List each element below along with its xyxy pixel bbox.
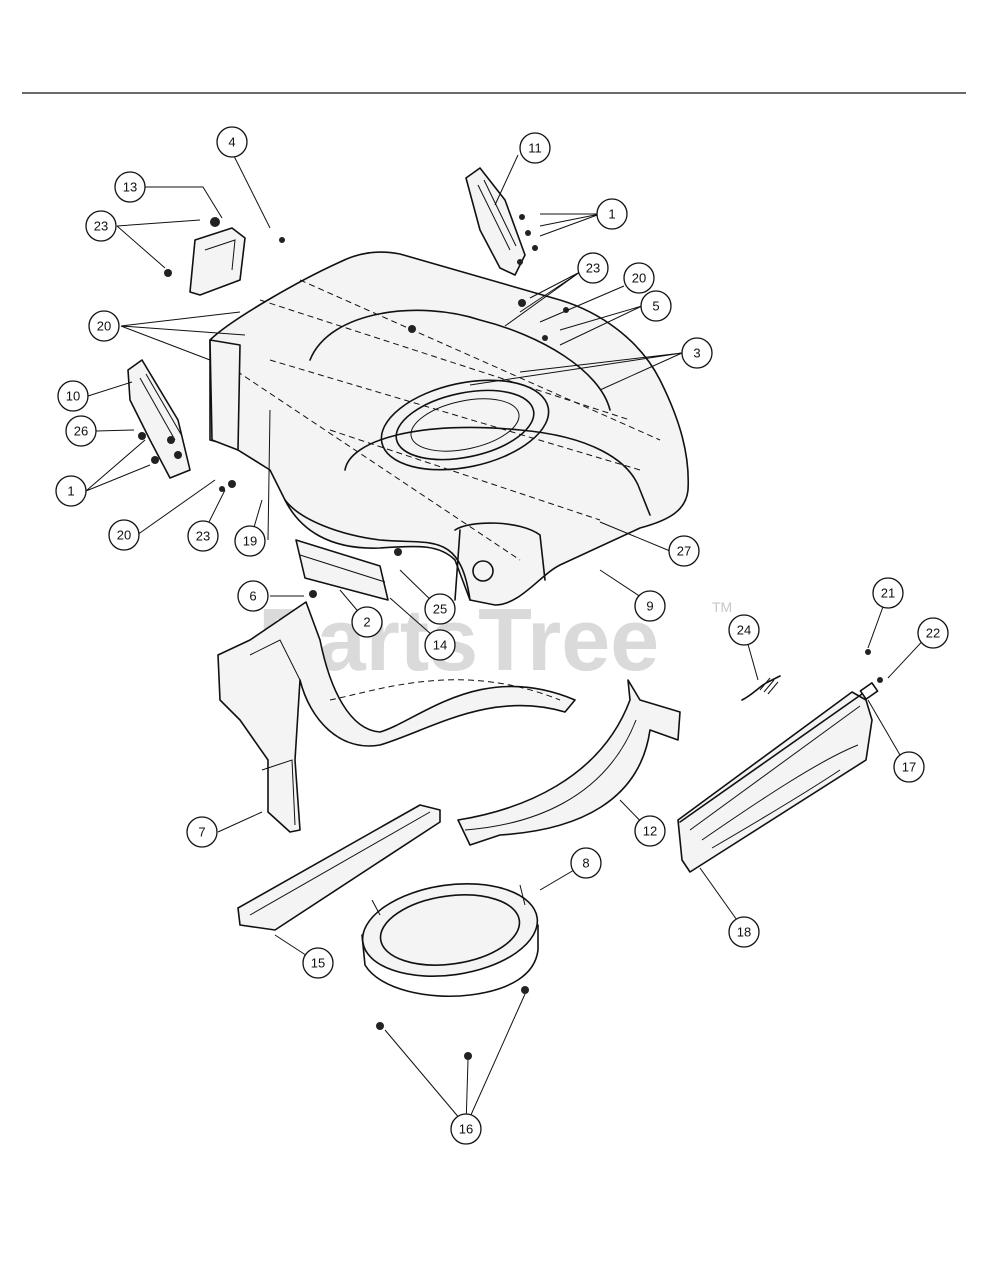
callout-26: 26 (65, 415, 97, 447)
bar-15 (237, 804, 441, 931)
svg-text:3: 3 (693, 346, 700, 361)
svg-text:16: 16 (459, 1122, 473, 1137)
rear-door (677, 675, 879, 873)
callout-16: 16 (450, 1113, 482, 1145)
callout-12: 12 (634, 815, 666, 847)
callout-8: 8 (570, 847, 602, 879)
callout-13: 13 (114, 171, 146, 203)
svg-text:22: 22 (926, 626, 940, 641)
callout-3: 3 (681, 337, 713, 369)
deck-housing (209, 251, 690, 606)
callout-10: 10 (57, 380, 89, 412)
plate-13 (164, 217, 246, 296)
callout-23a: 23 (85, 210, 117, 242)
callout-5: 5 (640, 290, 672, 322)
wheel-bracket-right (465, 167, 538, 276)
svg-text:1: 1 (67, 484, 74, 499)
svg-text:23: 23 (586, 261, 600, 276)
svg-text:13: 13 (123, 180, 137, 195)
svg-text:20: 20 (632, 271, 646, 286)
svg-text:17: 17 (902, 760, 916, 775)
svg-text:21: 21 (881, 586, 895, 601)
svg-text:12: 12 (643, 824, 657, 839)
svg-text:8: 8 (582, 856, 589, 871)
svg-text:14: 14 (433, 638, 447, 653)
svg-text:7: 7 (198, 825, 205, 840)
svg-text:5: 5 (652, 299, 659, 314)
callout-7: 7 (186, 816, 218, 848)
callout-22: 22 (917, 617, 949, 649)
callout-25: 25 (424, 593, 456, 625)
callout-27: 27 (668, 535, 700, 567)
callout-1b: 1 (55, 475, 87, 507)
svg-text:20: 20 (117, 528, 131, 543)
watermark-tm: TM (712, 599, 732, 615)
svg-text:15: 15 (311, 956, 325, 971)
svg-text:6: 6 (249, 589, 256, 604)
baffle-12 (457, 679, 681, 846)
callout-9: 9 (634, 590, 666, 622)
callout-21: 21 (872, 577, 904, 609)
discharge-chute (217, 601, 576, 833)
callout-18: 18 (728, 916, 760, 948)
callout-20b: 20 (108, 519, 140, 551)
svg-text:4: 4 (228, 135, 235, 150)
hinge-flap (295, 539, 389, 601)
callout-6: 6 (237, 580, 269, 612)
callouts: 1 1 2 3 4 5 6 7 8 9 10 11 12 13 14 15 16… (55, 126, 949, 1145)
svg-text:18: 18 (737, 925, 751, 940)
callout-23b: 23 (577, 252, 609, 284)
svg-text:11: 11 (528, 141, 542, 156)
svg-text:2: 2 (363, 615, 370, 630)
svg-text:24: 24 (737, 623, 751, 638)
callout-20a: 20 (88, 310, 120, 342)
svg-text:23: 23 (94, 219, 108, 234)
callout-17: 17 (893, 751, 925, 783)
callout-14: 14 (424, 629, 456, 661)
svg-text:20: 20 (97, 319, 111, 334)
svg-text:10: 10 (66, 389, 80, 404)
callout-20c: 20 (623, 262, 655, 294)
callout-2: 2 (351, 606, 383, 638)
svg-text:23: 23 (196, 529, 210, 544)
svg-text:26: 26 (74, 424, 88, 439)
callout-24: 24 (728, 614, 760, 646)
svg-text:19: 19 (243, 534, 257, 549)
callout-19: 19 (234, 525, 266, 557)
ring-8 (361, 882, 539, 998)
svg-text:27: 27 (677, 544, 691, 559)
svg-text:9: 9 (646, 599, 653, 614)
callout-4: 4 (216, 126, 248, 158)
callout-23c: 23 (187, 520, 219, 552)
svg-text:1: 1 (608, 207, 615, 222)
svg-text:25: 25 (433, 602, 447, 617)
callout-15: 15 (302, 947, 334, 979)
callout-11: 11 (519, 132, 551, 164)
wheel-bracket-left (127, 359, 191, 479)
callout-1a: 1 (596, 198, 628, 230)
